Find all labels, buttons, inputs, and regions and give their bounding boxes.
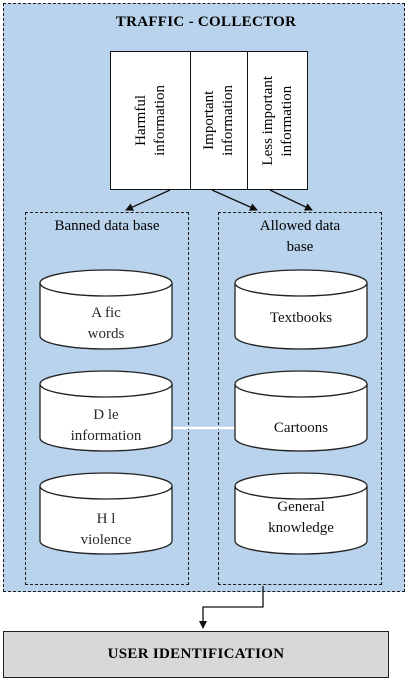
banned-cylinder-2 [39, 370, 173, 452]
allowed-item-textbooks: Textbooks [269, 310, 333, 326]
allowed-cylinder-1 [234, 269, 368, 350]
allowed-database-title: Allowed data base [259, 218, 341, 255]
arrow-to-user-identification [199, 586, 264, 629]
arrow-less-important-to-allowed [269, 189, 313, 211]
banned-item-3-label: H l violence [80, 511, 132, 548]
user-identification-label: USER IDENTIFICATION [107, 646, 285, 662]
allowed-database-panel [218, 212, 382, 585]
category-harmful: Harmful information [110, 51, 191, 190]
allowed-cylinder-3 [234, 472, 368, 555]
banned-cylinder-1 [39, 269, 173, 350]
user-identification-box: USER IDENTIFICATION [3, 631, 389, 678]
allowed-item-general-knowledge: General knowledge [268, 499, 334, 536]
banned-database-title: Banned data base [54, 218, 160, 234]
allowed-cylinder-2 [234, 370, 368, 452]
diagram-title: TRAFFIC - COLLECTOR [115, 14, 297, 30]
banned-cylinder-3 [39, 472, 173, 555]
banned-item-2-label: D le information [70, 407, 142, 444]
database-cylinders [39, 269, 368, 555]
allowed-item-cartoons: Cartoons [273, 420, 329, 436]
flow-arrows [125, 189, 313, 629]
banned-item-1-label: A fic words [87, 305, 125, 342]
arrow-harmful-to-banned [125, 189, 171, 211]
arrow-important-to-allowed [211, 189, 258, 211]
category-less-important: Less important information [247, 51, 308, 190]
banned-database-panel [25, 212, 189, 585]
